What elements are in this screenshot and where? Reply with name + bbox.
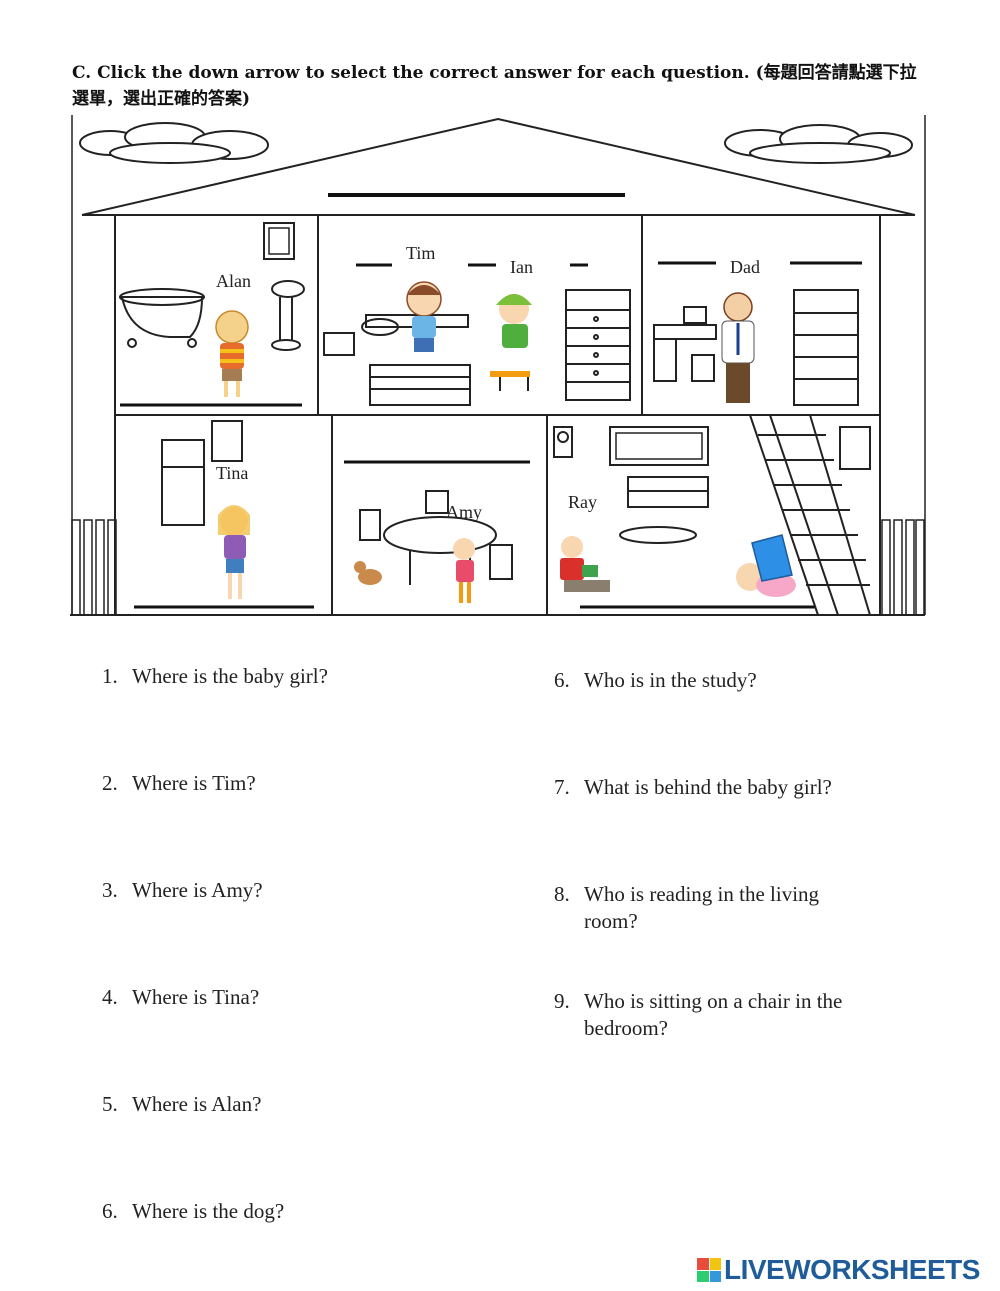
boy-alan-icon <box>215 310 249 397</box>
label-amy: Amy <box>446 502 482 522</box>
sink-icon <box>271 280 305 351</box>
fence-left-icon <box>71 519 117 616</box>
shopping-bag-icon <box>751 534 793 582</box>
mirror-icon <box>263 222 295 260</box>
door-icon <box>839 426 871 470</box>
question-number: 5. <box>102 1092 118 1116</box>
question-number: 6. <box>554 668 570 692</box>
logo-badge-icon <box>697 1258 721 1282</box>
cloud-right <box>724 124 913 164</box>
girl-amy-icon <box>453 538 475 603</box>
sofa-icon <box>627 476 709 508</box>
box-icon <box>323 332 355 356</box>
label-ian: Ian <box>510 257 533 277</box>
question-text: Where is Tina? <box>132 985 260 1009</box>
fridge-icon <box>161 439 205 526</box>
question-text: Where is Amy? <box>132 878 263 902</box>
question-text: Who is reading in the living room? <box>584 882 820 933</box>
question-number: 3. <box>102 878 118 902</box>
question-text: Who is sitting on a chair in the bedroom… <box>584 989 843 1040</box>
boy-tim-icon <box>406 281 442 352</box>
window-icon <box>211 420 243 462</box>
stairs-icon <box>749 414 871 616</box>
dining-table-icon <box>359 490 513 585</box>
cloud-left <box>79 122 269 164</box>
girl-tina-icon <box>218 505 250 599</box>
question-number: 4. <box>102 985 118 1009</box>
question-number: 2. <box>102 771 118 795</box>
coffee-table-icon <box>619 526 697 544</box>
label-tim: Tim <box>406 243 435 263</box>
question-text: Who is in the study? <box>584 668 757 692</box>
bathtub-icon <box>119 288 205 348</box>
house-picture: Alan Tim Ian Dad Tina Amy Ray <box>70 115 930 620</box>
label-alan: Alan <box>216 271 251 291</box>
question-text: What is behind the baby girl? <box>584 775 832 799</box>
dresser-icon <box>565 289 631 401</box>
boy-ray-icon <box>560 536 610 592</box>
fence-right-icon <box>881 519 925 616</box>
label-ray: Ray <box>568 492 597 512</box>
question-text: Where is Alan? <box>132 1092 262 1116</box>
label-tina: Tina <box>216 463 248 483</box>
dog-icon <box>354 561 382 585</box>
clock-icon <box>553 426 573 458</box>
question-number: 8. <box>554 882 570 906</box>
label-dad: Dad <box>730 257 760 277</box>
question-number: 1. <box>102 664 118 688</box>
question-number: 7. <box>554 775 570 799</box>
question-text: Where is the baby girl? <box>132 664 328 688</box>
brand-text: LIVEWORKSHEETS <box>724 1254 980 1285</box>
desk-icon <box>653 306 717 382</box>
picture-frame-icon <box>609 426 709 466</box>
question-text: Where is the dog? <box>132 1199 285 1223</box>
man-dad-icon <box>721 292 755 403</box>
liveworksheets-logo: LIVEWORKSHEETS <box>697 1253 980 1287</box>
instruction-text: C. Click the down arrow to select the co… <box>72 63 917 109</box>
question-number: 9. <box>554 989 570 1013</box>
bookshelf-icon <box>793 289 859 406</box>
question-text: Where is Tim? <box>132 771 256 795</box>
question-number: 6. <box>102 1199 118 1223</box>
boy-ian-icon <box>490 294 532 391</box>
